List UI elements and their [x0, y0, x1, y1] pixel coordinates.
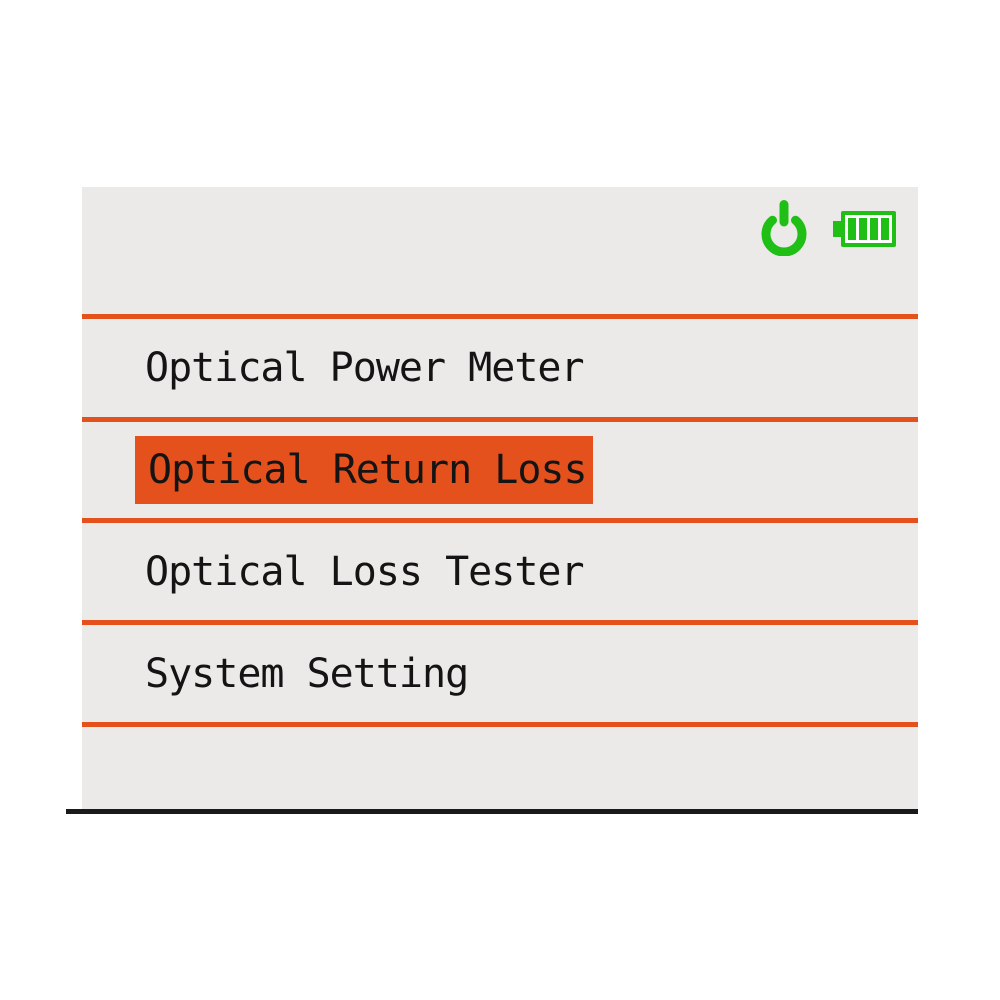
battery-icon: [833, 211, 896, 247]
battery-bar: [881, 218, 889, 240]
menu-separator-line: [82, 417, 918, 422]
menu-separator-line: [82, 314, 918, 319]
menu-item-label: Optical Return Loss: [135, 436, 593, 504]
battery-nub: [833, 221, 843, 237]
menu-item-label: Optical Power Meter: [145, 345, 585, 391]
battery-bar: [848, 218, 856, 240]
bottom-divider-line: [66, 809, 918, 814]
menu-item-optical-loss-tester[interactable]: Optical Loss Tester: [82, 523, 918, 620]
menu-separator-line: [82, 518, 918, 523]
device-screen: Optical Power Meter Optical Return Loss …: [82, 187, 918, 809]
menu-item-optical-power-meter[interactable]: Optical Power Meter: [82, 319, 918, 417]
battery-bar: [870, 218, 878, 240]
menu-separator-line: [82, 722, 918, 727]
menu-separator-line: [82, 620, 918, 625]
menu-item-label: System Setting: [145, 650, 469, 697]
battery-body: [841, 211, 896, 247]
power-icon: [761, 200, 807, 256]
battery-level-bars: [845, 215, 892, 243]
battery-bar: [859, 218, 867, 240]
menu-item-optical-return-loss[interactable]: Optical Return Loss: [82, 422, 918, 518]
menu-item-system-setting[interactable]: System Setting: [82, 625, 918, 722]
menu-item-label: Optical Loss Tester: [145, 548, 585, 595]
